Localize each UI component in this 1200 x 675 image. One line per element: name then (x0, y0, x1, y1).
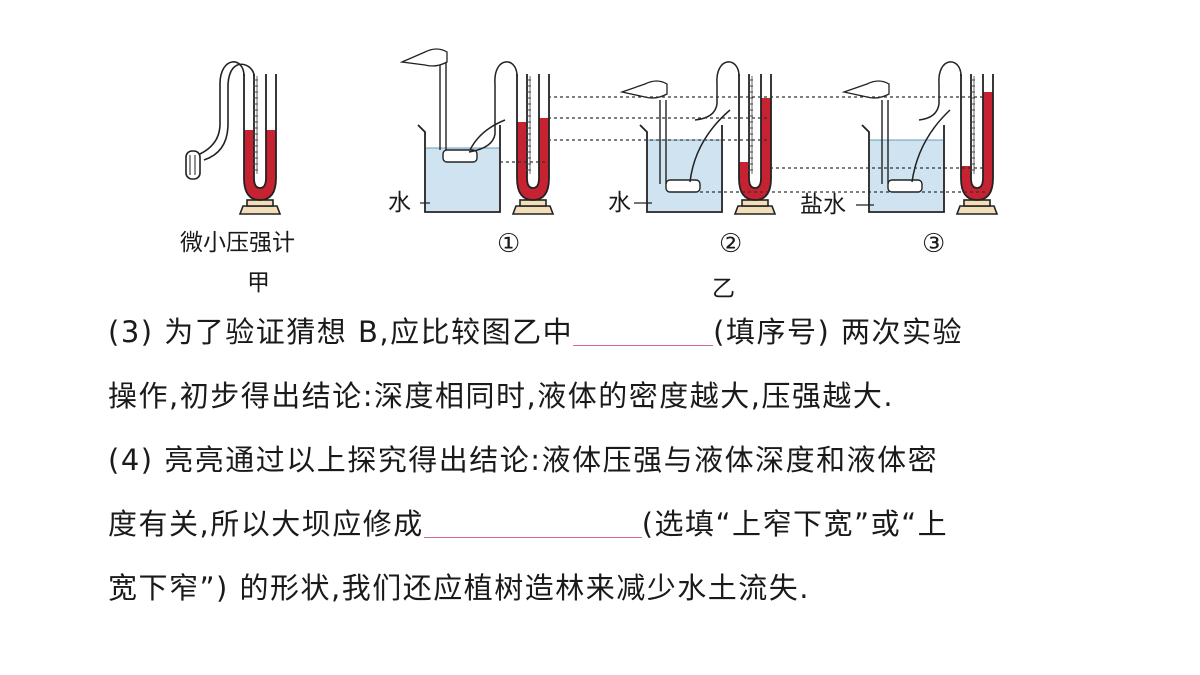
question-3-text-b: (填序号) 两次实验 (713, 315, 963, 349)
question-4-text-b: (选填“上窄下宽”或“上 (641, 507, 949, 541)
sub-figure-number-3: ③ (922, 229, 945, 259)
gauge-name-label: 微小压强计 (180, 230, 295, 256)
answer-blank-q4[interactable] (423, 507, 642, 538)
sub-figure-number-1: ① (497, 229, 520, 259)
question-3-text-a: (3) 为了验证猜想 B,应比较图乙中 (108, 315, 574, 349)
experiment-figure: 微小压强计 甲 乙 水 水 盐水 ① ② ③ (180, 48, 998, 300)
pressure-gauge-1 (468, 61, 554, 215)
hand-1 (399, 48, 448, 67)
beaker-3 (861, 100, 951, 213)
pressure-gauge-3 (918, 61, 998, 215)
question-3-line-2: 操作,初步得出结论:深度相同时,液体的密度越大,压强越大. (108, 379, 895, 413)
reference-dotted-lines (500, 96, 986, 193)
figure-yi-label: 乙 (712, 276, 735, 300)
question-4-line-2: 度有关,所以大坝应修成 (选填“上窄下宽”或“上 (108, 504, 948, 544)
hand-3 (841, 80, 890, 99)
hand-2 (619, 80, 668, 99)
question-3-line-1: (3) 为了验证猜想 B,应比较图乙中 (填序号) 两次实验 (108, 312, 963, 352)
pressure-gauge-2 (694, 61, 776, 215)
question-4-line-1: (4) 亮亮通过以上探究得出结论:液体压强与液体深度和液体密 (108, 443, 939, 477)
figure-jia-label: 甲 (247, 270, 270, 296)
probe-head-jia (185, 150, 201, 180)
water-label-1: 水 (388, 190, 411, 216)
water-label-2: 水 (608, 190, 631, 216)
beaker-1 (417, 55, 506, 213)
beaker-2 (639, 100, 731, 213)
sub-figure-number-2: ② (719, 229, 742, 259)
question-4-text-a: 度有关,所以大坝应修成 (108, 507, 424, 541)
answer-blank-q3[interactable] (573, 315, 714, 346)
question-4-line-3: 宽下窄”) 的形状,我们还应植树造林来减少水土流失. (108, 571, 810, 605)
pressure-gauge-jia (199, 61, 281, 215)
salt-water-label: 盐水 (800, 192, 846, 218)
label-leaders (420, 202, 874, 206)
